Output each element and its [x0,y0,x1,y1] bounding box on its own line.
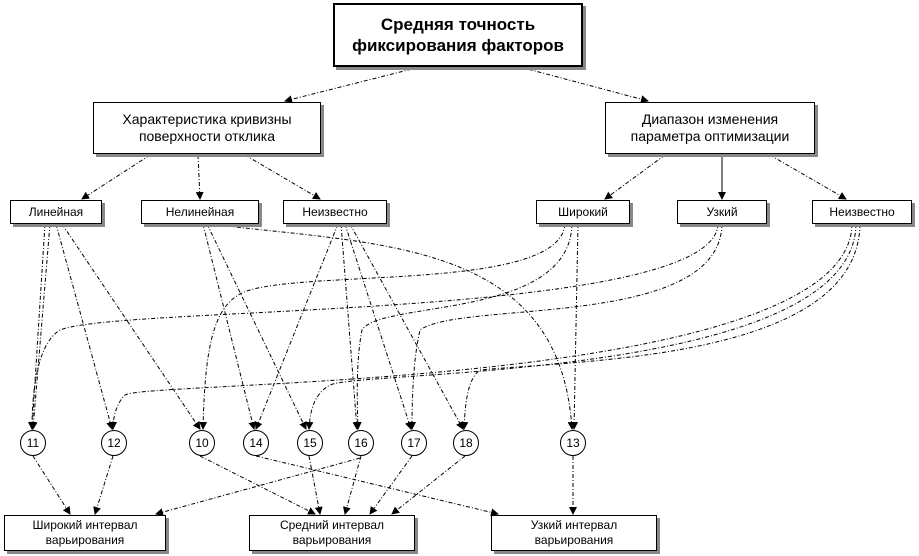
edge-range-unknown [769,154,847,200]
node-11: 11 [20,430,46,456]
result-medium-interval-box: Средний интервал варьирования [249,515,415,551]
node-14: 14 [243,430,269,456]
edge-wide-10 [199,223,566,430]
option-wide-range-box: Широкий [536,200,630,224]
edge-curvature-nonlinear [195,154,204,200]
edge-14-narrow [255,455,499,517]
edge-wide-16 [353,223,573,430]
edge-root-curvature [284,66,421,104]
node-15: 15 [297,430,323,456]
node-10: 10 [189,430,215,456]
edge-unkrange-15 [305,223,857,430]
edge-linear-11b [28,223,46,430]
edge-18-medium [391,455,466,515]
edge-linear-10 [61,223,201,430]
edge-unknown-16 [340,223,361,430]
node-18: 18 [453,430,479,456]
node-17: 17 [401,430,427,456]
option-unknown-range-box: Неизвестно [812,200,912,224]
edge-unknown-14 [254,223,339,430]
edge-linear-11 [29,223,51,430]
node-13: 13 [560,430,586,456]
edge-16-wide [155,457,361,517]
node-16: 16 [348,430,374,456]
edge-nonlinear-13 [209,223,576,430]
criterion-range-box: Диапазон изменения параметра оптимизации [605,102,815,154]
result-wide-interval-box: Широкий интервал варьирования [4,515,166,551]
edge-linear-12 [55,223,115,430]
edge-unkrange-12 [109,223,853,430]
edge-unknown-18 [349,223,464,430]
edge-range-wide [604,154,666,200]
edge-15-medium [308,455,323,515]
edge-10-medium [199,455,316,515]
edge-narrow-11 [28,223,719,430]
root-goal-box: Средняя точность фиксирования факторов [333,3,583,67]
connector-lines [28,66,861,517]
edge-17-medium [369,455,413,515]
edge-nonlinear-14 [202,223,257,430]
criterion-curvature-box: Характеристика кривизны поверхности откл… [93,102,321,154]
edge-curvature-linear [81,154,151,200]
edge-curvature-unknown [244,154,321,200]
edge-wide-13 [570,223,579,430]
option-unknown-curvature-box: Неизвестно [283,200,387,224]
edge-nonlinear-15 [206,223,307,430]
edge-12-wide [93,455,114,515]
edge-unkrange-18 [460,223,861,430]
option-linear-box: Линейная [10,200,102,224]
edge-11-wide [32,455,71,515]
option-narrow-range-box: Узкий [677,200,767,224]
edge-root-range [519,66,649,104]
node-12: 12 [101,430,127,456]
edge-narrow-17 [408,223,723,430]
edge-16-medium [343,455,362,515]
result-narrow-interval-box: Узкий интервал варьирования [491,515,657,551]
option-nonlinear-box: Нелинейная [141,200,259,224]
